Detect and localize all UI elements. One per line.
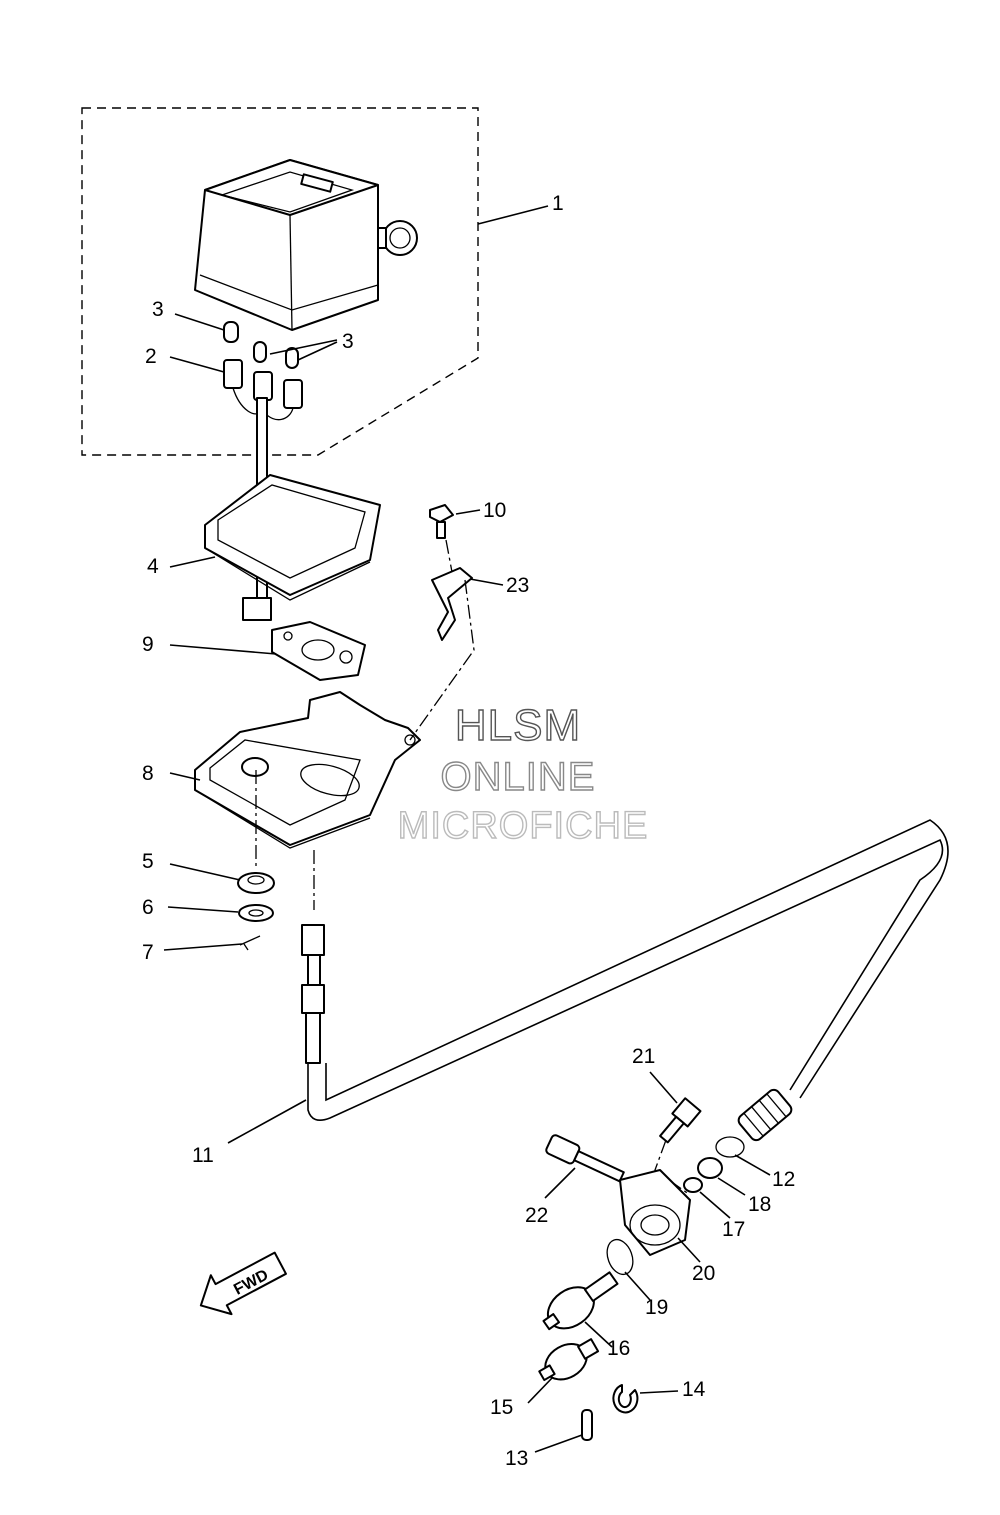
callout-21: 21 [632,1045,655,1068]
callout-22: 22 [525,1204,548,1227]
callout-6: 6 [142,896,154,919]
watermark-line2: ONLINE [441,755,596,799]
callout-2: 2 [145,345,157,368]
callout-8: 8 [142,762,154,785]
leader-lines [163,205,771,1453]
meter-bracket [194,691,421,849]
callout-15: 15 [490,1396,513,1419]
grommet [237,872,275,894]
bolt [429,504,454,539]
callout-19: 19 [645,1296,668,1319]
assembly-lines [255,539,691,1196]
callout-20: 20 [692,1262,715,1285]
watermark: HLSM ONLINE MICROFICHE [397,700,649,847]
meter-assembly [194,159,418,331]
meter-cover [204,474,381,601]
callout-1: 1 [552,192,564,215]
pin [581,1409,593,1441]
callout-3b: 3 [342,330,354,353]
watermark-line3: MICROFICHE [398,805,649,847]
callout-11: 11 [192,1144,214,1167]
circlip [612,1384,639,1414]
callout-7: 7 [142,941,154,964]
callout-5: 5 [142,850,154,873]
callout-16: 16 [607,1337,630,1360]
callout-10: 10 [483,499,506,522]
bulbs [223,321,299,369]
stay [431,567,473,641]
callout-14: 14 [682,1378,706,1401]
gasket-plate [271,621,366,681]
callout-12: 12 [772,1168,795,1191]
callout-9: 9 [142,633,154,656]
callout-17: 17 [722,1218,745,1241]
forward-direction-arrow: FWD [199,1251,287,1316]
watermark-line1: HLSM [455,701,581,750]
callout-18: 18 [748,1193,771,1216]
speedometer-cable [301,819,949,1142]
gear-unit [538,1097,745,1441]
assembly-boundary [81,107,479,456]
callout-4: 4 [147,555,159,578]
clip [239,935,261,951]
callout-23: 23 [506,574,529,597]
callout-3: 3 [152,298,164,321]
callout-labels: 1 2 3 3 4 5 6 7 8 9 10 11 12 13 14 15 16… [142,192,795,1470]
washer [238,904,274,922]
callout-13: 13 [505,1447,528,1470]
